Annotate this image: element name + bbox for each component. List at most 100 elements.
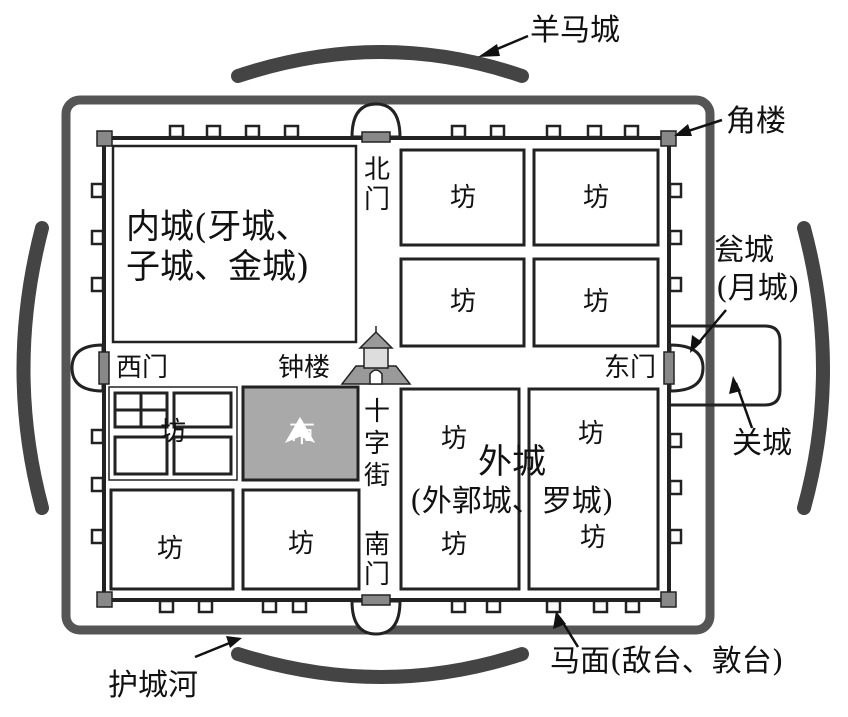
arrowhead-weng: [690, 335, 702, 353]
label-shi: 市: [289, 419, 315, 449]
fang-block: [532, 257, 660, 348]
label-fang: 坊: [580, 523, 606, 553]
mamian-top: [545, 124, 562, 139]
corner-tower-nw: [96, 130, 113, 147]
label-fang: 坊: [288, 529, 314, 559]
mamian-top: [586, 124, 603, 139]
south-gate: [361, 594, 391, 606]
label-huchenghe: 护城河: [108, 668, 198, 703]
mamian-left: [90, 276, 105, 293]
mamian-bottom: [197, 599, 214, 614]
north-gate: [361, 131, 391, 143]
label-guancheng: 关城: [732, 426, 792, 461]
mamian-bastions: [90, 124, 683, 614]
bell-tower-icon: [340, 326, 412, 385]
fang-block: [399, 387, 521, 591]
fang-subdivisions: [113, 391, 233, 476]
fang-block: [241, 488, 361, 591]
arrowhead-jiaolou: [674, 124, 692, 136]
mamian-bottom: [592, 599, 609, 614]
fang-block: [109, 488, 235, 591]
arrowhead-huchenghe: [226, 636, 242, 648]
corner-tower-se: [660, 591, 677, 608]
label-zhonglou: 钟楼: [278, 353, 330, 383]
leader-huchenghe: [194, 640, 233, 659]
mamian-left: [90, 182, 105, 199]
label-shizijie-1: 十: [364, 397, 390, 427]
fang-block: [532, 148, 660, 247]
label-fang: 坊: [441, 424, 467, 454]
mamian-top: [623, 124, 640, 139]
mamian-bottom: [261, 599, 278, 614]
yangmacheng-arc-bottom: [231, 647, 529, 684]
arrowhead-yangmacheng: [478, 44, 500, 57]
mamian-right: [668, 229, 683, 246]
west-gate: [98, 351, 110, 385]
fang-block: [527, 387, 660, 591]
mamian-right: [668, 479, 683, 496]
north-gate-wengcheng: [350, 102, 402, 139]
label-weng-line2: (月城): [716, 271, 799, 306]
label-neicheng-line2: 子城、金城): [126, 247, 309, 287]
label-fang: 坊: [157, 534, 183, 564]
mamian-left: [90, 229, 105, 246]
arrowhead-guancheng: [729, 376, 741, 394]
bell-tower-roof: [358, 330, 394, 349]
fang-sub-block: [172, 391, 233, 429]
label-yangmacheng: 羊马城: [530, 13, 620, 48]
label-ximen: 西门: [116, 353, 168, 383]
label-fang: 坊: [583, 287, 609, 317]
label-waicheng-line2: (外郭城、罗城): [410, 484, 613, 519]
label-dongmen: 东门: [604, 353, 656, 383]
mamian-right: [668, 528, 683, 545]
west-gate-wengcheng: [70, 343, 105, 393]
yangmacheng-arc-left: [16, 221, 49, 515]
east-gate-wengcheng: [668, 343, 705, 393]
mamian-top: [450, 124, 467, 139]
label-beimen-1: 北: [364, 155, 390, 185]
mamian-right: [668, 276, 683, 293]
label-fang: 坊: [160, 417, 186, 447]
bell-tower-body: [363, 345, 389, 369]
fang-block: [399, 148, 526, 247]
south-gate-wengcheng: [350, 599, 402, 636]
label-shizijie-3: 街: [364, 461, 390, 491]
label-fang: 坊: [450, 287, 476, 317]
yangmacheng-arc-right: [797, 221, 830, 515]
mamian-bottom: [485, 599, 502, 614]
mamian-bottom: [450, 599, 467, 614]
mamian-top: [168, 124, 185, 139]
mamian-left: [90, 528, 105, 545]
corner-tower-sw: [96, 591, 113, 608]
label-nanmen-1: 南: [364, 530, 390, 560]
label-jiaolou: 角楼: [726, 104, 786, 139]
corner-towers: [96, 130, 677, 608]
mamian-bottom: [624, 599, 641, 614]
annotation-arrowheads: [226, 44, 741, 648]
inner-city: [111, 144, 358, 344]
label-fang: 坊: [441, 530, 467, 560]
label-beimen-2: 门: [364, 185, 390, 215]
mamian-bottom: [545, 599, 562, 614]
label-neicheng-line1: 内城(牙城、: [126, 207, 309, 247]
label-waicheng-line1: 外城: [478, 442, 546, 482]
mamian-top: [244, 124, 261, 139]
label-fang: 坊: [578, 419, 604, 449]
mamian-left: [90, 476, 105, 493]
fang-sub-block: [172, 435, 233, 476]
mamian-bottom: [291, 599, 308, 614]
yangmacheng-walls: [16, 45, 830, 684]
east-gate: [663, 351, 675, 385]
label-fang: 坊: [583, 183, 609, 213]
fang-block: [399, 257, 526, 348]
label-shizijie-2: 字: [364, 429, 390, 459]
gate-wengcheng: [70, 102, 705, 636]
label-weng-line1: 瓮城: [714, 233, 774, 268]
corner-tower-ne: [660, 130, 677, 147]
arrowhead-mamian: [553, 611, 566, 629]
bell-tower-arch: [369, 369, 383, 385]
label-nanmen-2: 门: [364, 560, 390, 590]
mamian-top: [205, 124, 222, 139]
mamian-top: [489, 124, 506, 139]
